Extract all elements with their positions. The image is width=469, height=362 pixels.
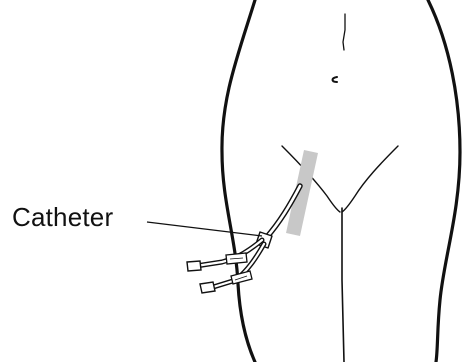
right-groin-crease	[342, 146, 398, 212]
torso-midline	[343, 14, 345, 50]
catheter-label: Catheter	[12, 204, 113, 230]
callout-leader-line	[147, 222, 262, 236]
navel-mark	[333, 77, 338, 82]
lower-lumen-cap	[200, 282, 215, 293]
upper-lumen-cap	[187, 261, 201, 271]
securing-tape	[286, 150, 318, 236]
inner-thigh-line	[342, 208, 344, 362]
right-body-outline	[428, 0, 460, 362]
left-body-outline	[222, 0, 255, 362]
